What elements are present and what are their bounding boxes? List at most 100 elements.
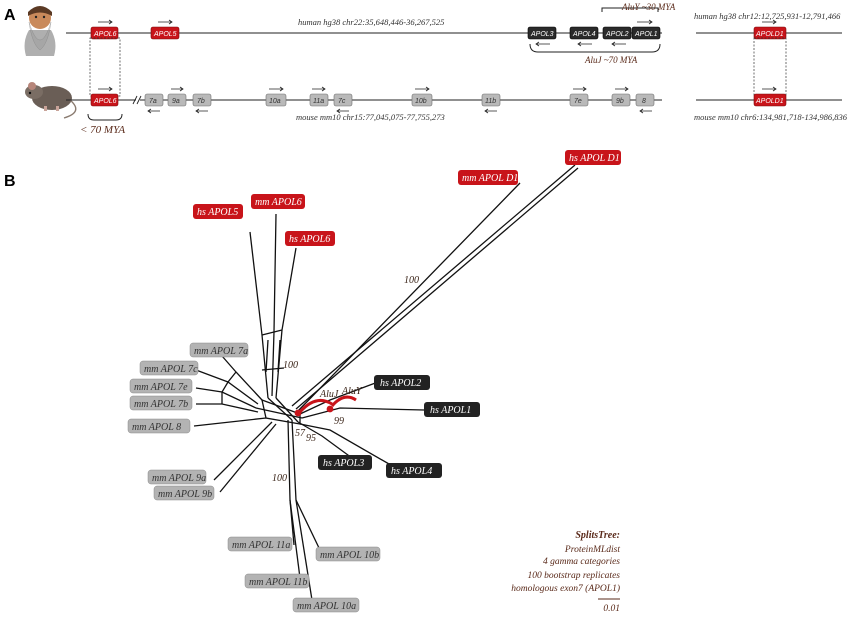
gene-label: 11a [313,98,324,105]
taxon-label: mm APOL 9b [158,489,212,500]
human-gene-apol6: APOL6 [90,19,119,40]
mouse-gene-7b: 7b [192,93,212,114]
legend-title: SplitsTree: [575,530,620,541]
branch-core-2 [255,407,303,419]
taxon-mm-apol8: mm APOL 8 [127,418,191,434]
bootstrap-99: 99 [334,416,344,427]
gene-label: APOL4 [572,31,596,38]
branch-hs-apol3 [297,421,353,459]
taxon-label: hs APOL5 [197,207,238,218]
gene-label: 11b [485,98,496,105]
taxon-label: hs APOL2 [380,378,421,389]
gene-label: APOL6 [93,98,117,105]
taxon-hs-apol2: hs APOL2 [374,375,430,390]
taxon-label: hs APOL3 [323,458,364,469]
panel-b-label: B [4,173,16,190]
human-gene-apol3: APOL3 [527,26,557,47]
apol6-ortholog-box [89,37,121,97]
legend-line-4: homologous exon7 (APOL1) [511,583,620,594]
branch-hs-apol1 [301,407,425,419]
taxon-label: mm APOL 7c [144,364,198,375]
bootstrap-95: 95 [306,433,316,444]
human-gene-apol2: APOL2 [602,26,632,47]
branch-core-3 [267,397,299,423]
taxon-label: hs APOL6 [289,234,330,245]
legend-line-1: ProteinMLdist [564,545,620,555]
taxon-hs-apol6: hs APOL6 [285,231,335,246]
taxon-hs-apol1: hs APOL1 [424,402,480,417]
branch-box-c [261,367,285,371]
taxon-label: mm APOL 8 [132,422,181,433]
alu-brace [529,43,661,53]
taxon-label: mm APOL 7a [194,346,248,357]
branch-cluster-box-top [261,329,283,336]
legend-line-2: 4 gamma categories [543,557,620,567]
branch-mm-apol9b [219,423,277,493]
branch-mm-apol7c [195,369,259,405]
taxon-hs-apol5: hs APOL5 [193,204,243,219]
bootstrap-100-mid: 100 [283,360,298,371]
taxon-mm-apol10b: mm APOL 10b [315,546,381,562]
alu-dot-2 [326,405,334,413]
branch-mm-apol11b [289,499,301,579]
taxon-label: mm APOL6 [255,197,302,208]
taxon-mm-apol10a: mm APOL 10a [292,597,360,613]
branch-box-b [277,339,281,373]
taxon-mm-apol11b: mm APOL 11b [244,573,310,589]
gene-label: APOL2 [605,31,629,38]
branch-hs-apol4 [299,423,397,469]
taxon-hs-apol4: hs APOL4 [386,463,442,478]
gene-label: APOL6 [93,31,117,38]
aluy-note: AluY ~30 MYA [621,2,676,12]
human-d1-coords: human hg38 chr12:12,725,931-12,791,466 [694,11,841,21]
alu-markers: AluJ AluY [294,386,363,417]
gene-label: 9b [616,98,624,105]
aluy-label: AluY [341,386,363,397]
mouse-coords: mouse mm10 chr15:77,045,075-77,755,273 [296,112,445,122]
gene-label: APOL5 [153,31,177,38]
human-portrait-icon [22,6,58,56]
gene-label: APOL1 [634,31,658,38]
splitstree-legend: SplitsTree: ProteinMLdist 4 gamma catego… [511,530,620,614]
gene-label: 7b [197,98,205,105]
mouse-gene-10a: 10a [265,86,287,107]
bootstrap-57: 57 [295,428,306,439]
alu-note: AluJ ~70 MYA [584,55,638,65]
aluj-label: AluJ [319,389,339,400]
mouse-gene-apol6: APOL6 [90,86,119,107]
human-gene-apol1: APOL1 [631,19,661,40]
taxon-mm-apol9b: mm APOL 9b [153,485,215,501]
mouse-gene-11b: 11b [481,93,501,114]
gene-label: 8 [642,98,646,105]
gene-label: APOLD1 [755,31,784,38]
taxon-mm-apol11a: mm APOL 11a [227,536,293,552]
taxon-mm-apol7a: mm APOL 7a [189,342,249,358]
branch-mm-apol8 [193,417,267,427]
taxon-label: mm APOL 11b [249,577,307,588]
taxon-hs-apold1: hs APOL D1 [565,150,621,165]
branch-mm-apold1 [296,182,521,413]
mouse-d1-coords: mouse mm10 chr6:134,981,718-134,986,836 [694,112,848,122]
chromosome-break-icon [132,95,142,105]
gene-label: 9a [172,98,180,105]
taxon-hs-apol3: hs APOL3 [318,455,372,470]
human-gene-apol4: APOL4 [569,26,599,47]
gene-label: 10b [415,98,427,105]
branch-hs-apol2 [299,381,379,415]
branch-mm7-box [221,371,237,404]
mouse-gene-11a: 11a [309,86,329,107]
gene-label: 10a [269,98,281,105]
human-coords: human hg38 chr22:35,648,446-36,267,525 [298,17,444,27]
gene-label: APOL3 [530,31,554,38]
branch-mm-apol7a [221,355,263,401]
branch-box-a [265,339,269,373]
mya-brace [87,113,123,121]
bootstrap-100-top: 100 [404,275,419,286]
gene-label: 7c [338,98,346,105]
taxon-label: mm APOL 7e [134,382,188,393]
mouse-gene-8: 8 [635,93,655,114]
mouse-gene-apold1: APOLD1 [753,86,787,107]
mouse-gene-9b: 9b [611,86,631,107]
human-gene-apold1: APOLD1 [753,19,787,40]
